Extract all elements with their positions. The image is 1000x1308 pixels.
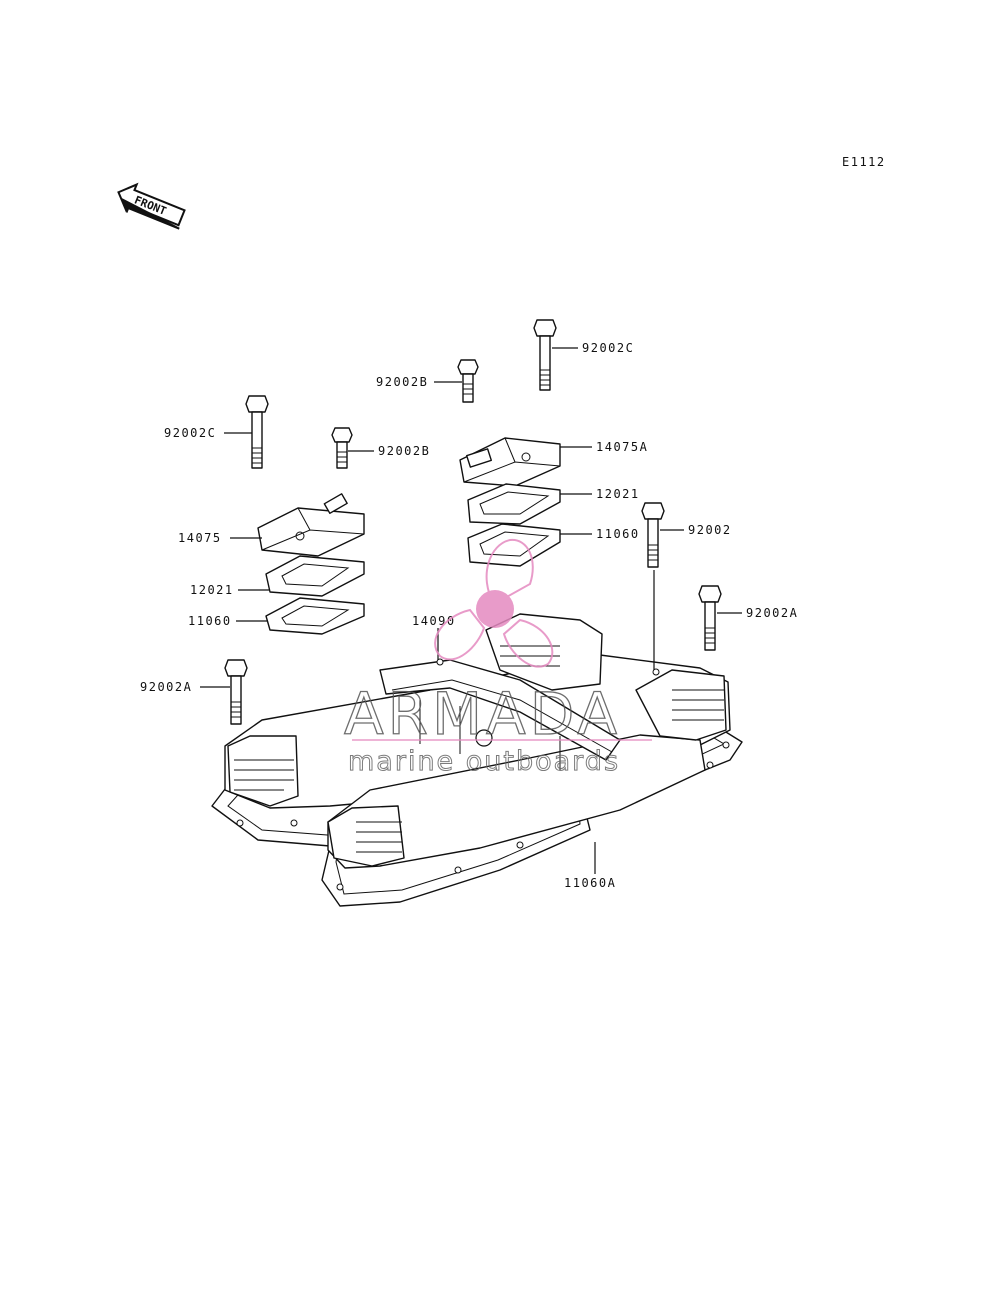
label-92002: 92002 — [688, 523, 732, 537]
propeller-logo-icon — [434, 538, 554, 668]
label-92002A-right: 92002A — [746, 606, 798, 620]
watermark-tagline: marine outboards — [348, 746, 620, 777]
watermark: ARMADA marine outboards — [343, 538, 652, 778]
label-14090: 14090 — [412, 614, 456, 628]
label-92002B-top: 92002B — [376, 375, 428, 389]
front-arrow-icon: FRONT — [117, 182, 186, 230]
gasket-12021-right — [467, 483, 561, 525]
watermark-brand: ARMADA — [344, 680, 621, 748]
bolt-92002B-mid — [331, 427, 353, 469]
breather-cover-14075A — [459, 437, 561, 487]
bolt-92002A-left — [224, 659, 248, 725]
bolt-92002A-right — [698, 585, 722, 651]
label-14075A: 14075A — [596, 440, 648, 454]
label-11060-right: 11060 — [596, 527, 640, 541]
cylinder-head-cover-14090 — [224, 613, 731, 869]
label-14075: 14075 — [178, 531, 222, 545]
diagram-code: E1112 — [842, 155, 886, 169]
bolt-92002B-top — [457, 359, 479, 403]
gasket-11060-left — [265, 597, 365, 635]
label-12021-left: 12021 — [190, 583, 234, 597]
label-12021-right: 12021 — [596, 487, 640, 501]
gasket-11060-right — [467, 523, 561, 567]
label-92002B-mid: 92002B — [378, 444, 430, 458]
bolt-92002C-top — [533, 319, 557, 391]
label-92002C-left: 92002C — [164, 426, 216, 440]
gasket-12021-left — [265, 555, 365, 597]
part-labels: 92002C 92002B 92002C 92002B 14075A 12021… — [140, 341, 798, 890]
bolt-92002 — [641, 502, 665, 568]
bolt-92002C-left — [245, 395, 269, 469]
label-11060-left: 11060 — [188, 614, 232, 628]
label-11060A: 11060A — [564, 876, 616, 890]
breather-cover-14075 — [257, 493, 365, 557]
label-92002A-left: 92002A — [140, 680, 192, 694]
label-92002C-top: 92002C — [582, 341, 634, 355]
